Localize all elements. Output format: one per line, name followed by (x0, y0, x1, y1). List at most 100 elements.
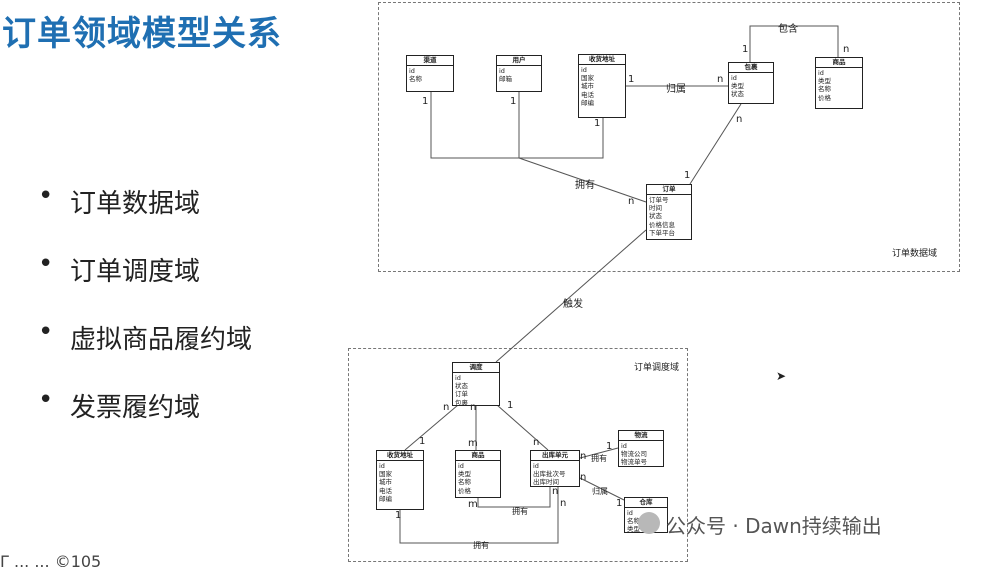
entity-field: 邮箱 (499, 75, 512, 84)
cardinality-label: 1 (510, 96, 517, 107)
entity-field: 物流单号 (621, 458, 647, 467)
entity-field: id (455, 374, 461, 382)
entity-title: 调度 (453, 363, 499, 373)
entity-title: 商品 (816, 58, 862, 68)
watermark: 公众号 · Dawn持续输出 (666, 510, 882, 539)
entity-order: 订单 订单号 时间 状态 价格信息 下单平台 (646, 184, 692, 240)
order-dispatch-region-label: 订单调度域 (634, 363, 680, 373)
entity-field: 电话 (379, 486, 392, 495)
cardinality-label: 1 (684, 170, 691, 181)
cardinality-label: 1 (628, 74, 635, 85)
entity-field: 类型 (627, 525, 640, 534)
entity-field: 名称 (627, 517, 640, 526)
footer-text: Γ ... ... ©105 (0, 552, 102, 571)
entity-field: 订单 (455, 390, 468, 399)
entity-field: id (499, 67, 505, 75)
watermark-text: 公众号 · Dawn持续输出 (666, 514, 882, 538)
cardinality-label: n (717, 74, 724, 85)
relation-belongs-warehouse-label: 归属 (592, 487, 608, 496)
entity-field: id (533, 462, 539, 470)
entity-title: 收货地址 (377, 451, 423, 461)
cardinality-label: 1 (594, 118, 601, 129)
entity-field: 类型 (818, 77, 831, 86)
entity-title: 出库单元 (531, 451, 579, 461)
domain-item: 发票履约域 (38, 385, 252, 455)
relation-triggers-label: 触发 (563, 299, 583, 310)
entity-outbound: 出库单元 id 出库批次号 出库时间 (530, 450, 580, 487)
cardinality-label: 1 (606, 441, 613, 452)
entity-title: 商品 (456, 451, 500, 461)
relation-owns-address-label: 拥有 (473, 541, 489, 550)
entity-product-bottom: 商品 id 类型 名称 价格 (455, 450, 501, 498)
entity-field: 价格 (458, 486, 471, 495)
entity-field: id (458, 462, 464, 470)
entity-channel: 渠道 id 名称 (406, 55, 454, 92)
cardinality-label: n (580, 472, 587, 483)
entity-field: 状态 (731, 90, 744, 99)
entity-field: id (731, 74, 737, 82)
entity-field: 包裹 (455, 398, 468, 407)
cardinality-label: n (443, 402, 450, 413)
entity-field: 出库时间 (533, 478, 559, 487)
mouse-cursor-icon: ➤ (776, 369, 787, 383)
entity-field: 状态 (649, 212, 662, 221)
relation-owns-outbound-label: 拥有 (512, 507, 528, 516)
wechat-icon (638, 512, 660, 534)
entity-field: 国家 (581, 74, 594, 83)
entity-field: 国家 (379, 470, 392, 479)
entity-user: 用户 id 邮箱 (496, 55, 542, 92)
entity-address-bottom: 收货地址 id 国家 城市 电话 邮编 (376, 450, 424, 510)
relation-owns-logistics-label: 拥有 (591, 454, 607, 463)
cardinality-label: 1 (422, 96, 429, 107)
entity-logistics: 物流 id 物流公司 物流单号 (618, 430, 664, 467)
entity-field: 时间 (649, 204, 662, 213)
entity-field: 名称 (818, 85, 831, 94)
order-dispatch-region (348, 348, 688, 562)
entity-field: 电话 (581, 90, 594, 99)
domain-item: 订单调度域 (38, 249, 252, 319)
entity-field: id (379, 462, 385, 470)
domain-item: 订单数据域 (38, 181, 252, 251)
cardinality-label: m (468, 438, 478, 449)
cardinality-label: n (580, 451, 587, 462)
entity-product-top: 商品 id 类型 名称 价格 (815, 57, 863, 109)
entity-field: id (409, 67, 415, 75)
relation-belongs-label: 归属 (666, 84, 686, 95)
entity-field: 名称 (458, 478, 471, 487)
entity-title: 用户 (497, 56, 541, 66)
domain-item: 虚拟商品履约域 (38, 317, 252, 387)
entity-field: 邮编 (379, 494, 392, 503)
entity-dispatch: 调度 id 状态 订单 包裹 (452, 362, 500, 407)
entity-field: 邮编 (581, 98, 594, 107)
entity-field: 类型 (458, 470, 471, 479)
cardinality-label: n (736, 114, 743, 125)
entity-field: 价格 (818, 93, 831, 102)
entity-title: 仓库 (625, 498, 667, 508)
entity-field: 城市 (581, 82, 594, 91)
cardinality-label: 1 (395, 510, 402, 521)
entity-field: 状态 (455, 382, 468, 391)
cardinality-label: n (533, 437, 540, 448)
entity-field: 名称 (409, 75, 422, 84)
entity-field: 订单号 (649, 196, 669, 204)
relation-contains-label: 包含 (778, 24, 798, 35)
entity-field: 价格信息 (649, 220, 675, 229)
entity-package: 包裹 id 类型 状态 (728, 62, 774, 104)
entity-title: 渠道 (407, 56, 453, 66)
entity-field: id (627, 509, 633, 517)
cardinality-label: n (552, 486, 559, 497)
page-title: 订单领域模型关系 (2, 14, 282, 54)
entity-field: id (621, 442, 627, 450)
entity-title: 包裹 (729, 63, 773, 73)
cardinality-label: n (560, 498, 567, 509)
cardinality-label: n (470, 402, 477, 413)
cardinality-label: n (628, 196, 635, 207)
cardinality-label: n (843, 44, 850, 55)
cardinality-label: 1 (507, 400, 514, 411)
entity-field: id (581, 66, 587, 74)
cardinality-label: 1 (616, 498, 623, 509)
cardinality-label: m (468, 499, 478, 510)
entity-title: 收货地址 (579, 55, 625, 65)
entity-field: 出库批次号 (533, 470, 566, 479)
